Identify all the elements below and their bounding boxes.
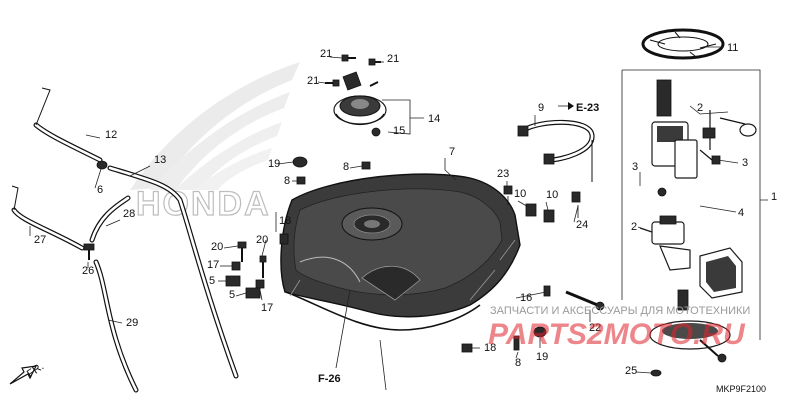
callout-8: 8 xyxy=(343,161,349,173)
callout-17: 17 xyxy=(207,259,219,271)
bolt-8b xyxy=(296,176,306,185)
callout-8: 8 xyxy=(284,175,290,187)
long-bolt-22 xyxy=(565,290,601,308)
watermark-domain: PARTS2MOTO.RU xyxy=(488,318,746,351)
callout-20: 20 xyxy=(256,234,268,246)
callout-16: 16 xyxy=(520,292,532,304)
fuel-hose-9 xyxy=(517,119,595,182)
clip-24 xyxy=(571,191,581,203)
callout-11: 11 xyxy=(727,42,738,54)
callout-1: 1 xyxy=(771,191,777,203)
damper-18a xyxy=(279,233,289,245)
clip-6 xyxy=(96,160,108,170)
callout-17: 17 xyxy=(261,302,273,314)
pump-motor xyxy=(639,187,685,245)
callout-3: 3 xyxy=(632,161,638,173)
reference-e23[interactable]: E-23 xyxy=(576,102,599,114)
callout-23: 23 xyxy=(497,168,509,180)
nut-25 xyxy=(650,369,662,377)
callout-7: 7 xyxy=(449,146,455,158)
callout-8: 8 xyxy=(515,357,521,369)
callout-6: 6 xyxy=(97,184,103,196)
callout-12: 12 xyxy=(105,129,117,141)
callout-21: 21 xyxy=(307,75,319,87)
callout-18: 18 xyxy=(484,342,496,354)
hose-28 xyxy=(89,195,131,243)
callout-19: 19 xyxy=(536,351,548,363)
callout-26: 26 xyxy=(82,265,94,277)
pump-lock-ring xyxy=(641,28,725,60)
bolt-8a xyxy=(361,161,371,170)
grommet-10a xyxy=(525,203,537,217)
front-direction-arrow: FR. xyxy=(9,360,46,385)
fuel-pump-module xyxy=(651,79,757,179)
hose-29 xyxy=(93,259,139,393)
callout-13: 13 xyxy=(154,154,166,166)
collar-17a xyxy=(231,261,241,271)
grommet-10b xyxy=(543,209,555,223)
joint-26 xyxy=(83,243,95,260)
callout-25: 25 xyxy=(625,365,637,377)
callout-3: 3 xyxy=(742,157,748,169)
washer-15 xyxy=(371,127,381,137)
callout-18: 18 xyxy=(279,215,291,227)
wing-logo-watermark xyxy=(130,62,300,190)
callout-4: 4 xyxy=(738,207,744,219)
filler-cap-assembly xyxy=(333,71,387,126)
callout-20: 20 xyxy=(211,241,223,253)
callout-22: 22 xyxy=(589,322,601,334)
callout-21: 21 xyxy=(320,48,332,60)
callout-9: 9 xyxy=(538,102,544,114)
callout-5: 5 xyxy=(229,289,235,301)
nut-23 xyxy=(503,185,513,195)
callout-2: 2 xyxy=(631,221,637,233)
bolt-8c xyxy=(513,335,520,351)
grommet-19a xyxy=(292,156,308,168)
callout-labels: 1 2 2 3 3 4 5 5 6 7 8 8 8 9 10 10 11 12 … xyxy=(34,42,777,377)
callout-14: 14 xyxy=(428,113,440,125)
callout-5: 5 xyxy=(209,275,215,287)
callout-24: 24 xyxy=(576,219,588,231)
callout-29: 29 xyxy=(126,317,138,329)
hose-27 xyxy=(11,185,85,251)
drain-hose-13 xyxy=(107,165,239,379)
collar-16 xyxy=(543,285,551,297)
diagram-code: MKP9F2100 xyxy=(716,384,766,394)
pump-base-plate xyxy=(649,289,731,363)
fuel-tank xyxy=(280,173,521,331)
callout-2: 2 xyxy=(697,102,703,114)
callout-19: 19 xyxy=(268,158,280,170)
reference-f26[interactable]: F-26 xyxy=(318,373,341,385)
pump-assembly-bracket xyxy=(622,69,768,340)
rubber-5b xyxy=(245,287,261,299)
brand-watermark-text: HONDA xyxy=(136,185,271,223)
watermark-caption: ЗАПЧАСТИ И АКСЕССУАРЫ ДЛЯ МОТОТЕХНИКИ xyxy=(490,305,750,317)
grommet-19b xyxy=(533,326,547,338)
callout-21: 21 xyxy=(387,53,399,65)
callout-28: 28 xyxy=(123,208,135,220)
callout-10: 10 xyxy=(514,188,526,200)
bolt-20-group xyxy=(237,241,267,278)
callout-10: 10 xyxy=(546,189,558,201)
rubber-5a xyxy=(225,275,241,287)
callout-27: 27 xyxy=(34,234,46,246)
pump-strainer xyxy=(659,245,743,299)
breather-hose-12 xyxy=(33,87,103,163)
front-direction-label: FR. xyxy=(25,360,46,380)
leader-lines xyxy=(29,56,739,391)
collar-17b xyxy=(255,279,265,289)
callout-15: 15 xyxy=(393,125,405,137)
